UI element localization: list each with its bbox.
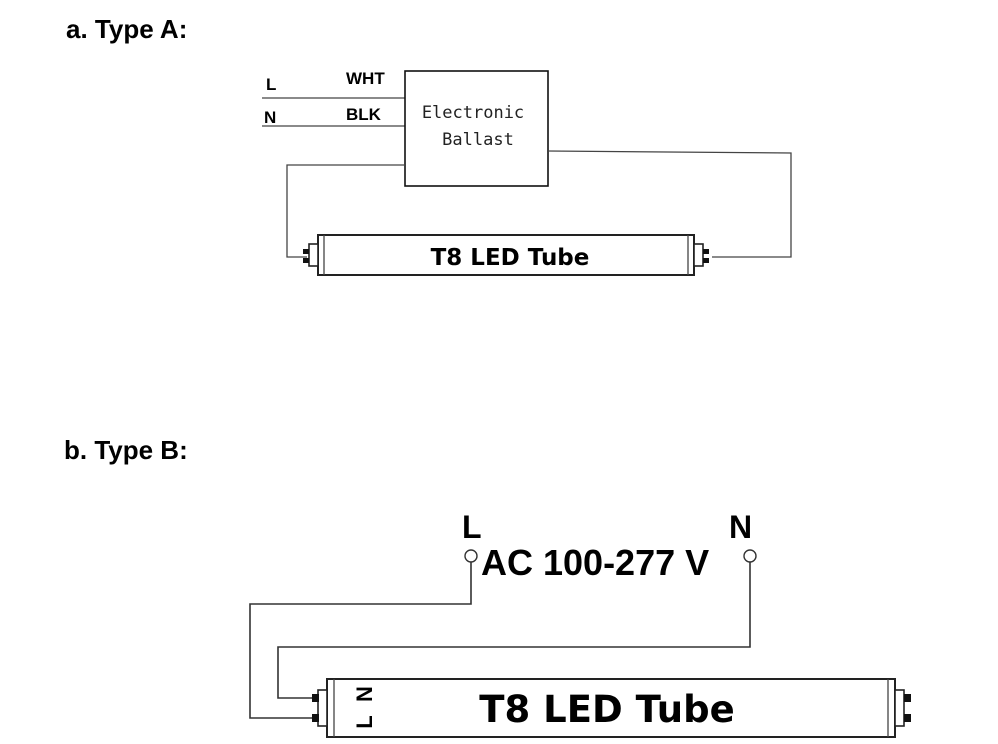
type-a-diagram: L N WHT BLK Electronic Ballast T8 LED Tu… <box>262 69 792 276</box>
tube-a-right-endcap <box>693 243 704 267</box>
tube-b-left-pin-bottom <box>312 714 319 722</box>
type-b-diagram: L N AC 100-277 V N L T8 LED Tube <box>249 509 911 738</box>
terminal-n-label: N <box>729 509 752 545</box>
terminal-l-label: L <box>462 509 482 545</box>
type-b-heading: b. Type B: <box>64 435 188 465</box>
ballast-label-line2: Ballast <box>442 130 514 150</box>
tube-b-left-endcap <box>317 689 328 727</box>
tube-b-label: T8 LED Tube <box>479 688 734 731</box>
tube-a-left-pin-bottom <box>303 258 309 263</box>
tube-b-end-label-n: N <box>352 686 377 702</box>
ballast-label-line1: Electronic <box>422 103 524 123</box>
tube-a-label: T8 LED Tube <box>431 245 590 271</box>
label-l: L <box>266 75 276 94</box>
label-wht: WHT <box>346 69 385 88</box>
electronic-ballast-box <box>404 70 549 187</box>
ballast-output-left-wire <box>286 164 405 258</box>
tube-b-right-pin-top <box>904 694 911 702</box>
label-n: N <box>264 108 276 127</box>
tube-b-right-pin-bottom <box>904 714 911 722</box>
terminal-n <box>743 549 757 563</box>
tube-b-left-pin-top <box>312 694 319 702</box>
tube-a-left-endcap <box>308 243 319 267</box>
tube-a-right-pin-top <box>703 249 709 254</box>
type-a-heading: a. Type A: <box>66 14 188 44</box>
supply-voltage-label: AC 100-277 V <box>481 542 709 583</box>
tube-b-end-label-l: L <box>352 715 377 728</box>
label-blk: BLK <box>346 105 382 124</box>
tube-a-left-pin-top <box>303 249 309 254</box>
tube-b-right-endcap <box>894 689 905 727</box>
type-b-neutral-wire <box>277 562 751 699</box>
terminal-l <box>464 549 478 563</box>
tube-a-right-pin-bottom <box>703 258 709 263</box>
type-b-line-wire <box>249 562 472 719</box>
ballast-output-right-wire <box>547 150 792 258</box>
